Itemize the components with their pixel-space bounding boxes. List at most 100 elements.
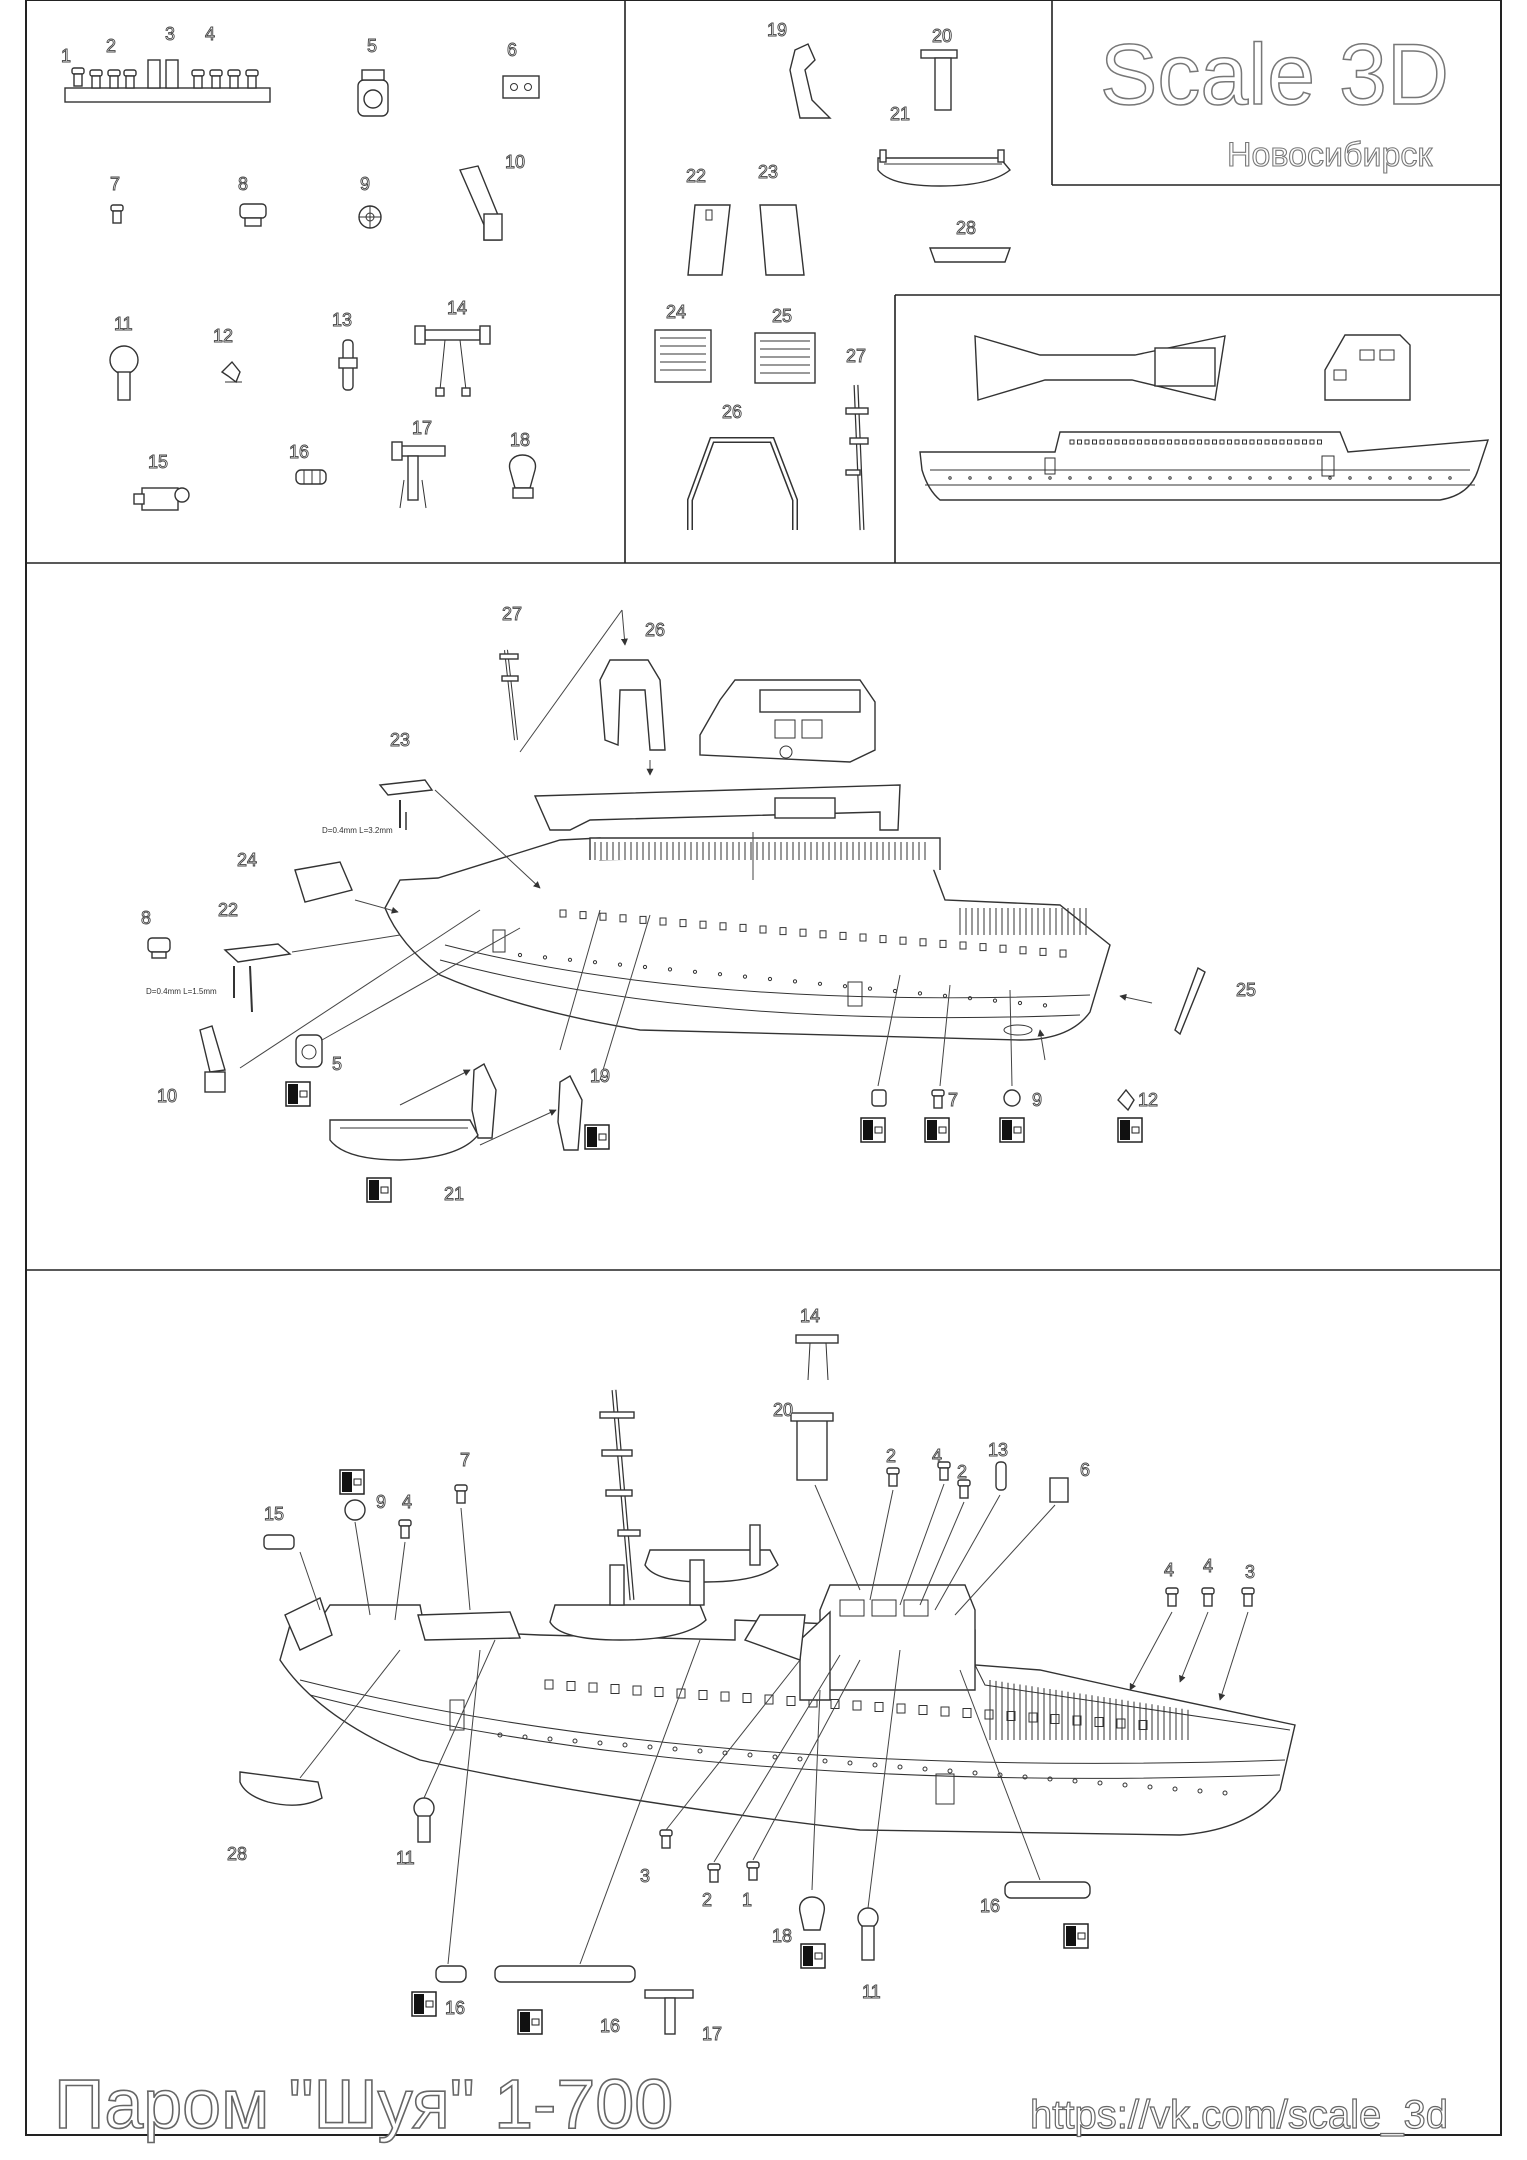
parts-sheet-labels: 1 2 3 4 5 6 7 8 9 10 11 12 13 14 15 16 1… — [61, 20, 977, 473]
window — [939, 939, 947, 948]
porthole — [1268, 476, 1272, 480]
porthole — [1188, 476, 1192, 480]
porthole — [542, 955, 548, 960]
porthole — [797, 1756, 803, 1762]
porthole — [717, 972, 723, 977]
label-13: 13 — [988, 1440, 1008, 1460]
window — [859, 933, 867, 942]
label-15: 15 — [148, 452, 168, 472]
part-26-frame — [687, 437, 798, 530]
porthole — [1097, 1780, 1103, 1786]
porthole — [992, 998, 998, 1003]
window — [874, 1702, 884, 1712]
label-26: 26 — [645, 620, 665, 640]
window — [659, 917, 667, 926]
step1-part-22: D=0.4mm L=1.5mm — [146, 943, 292, 1013]
window — [1122, 439, 1127, 445]
porthole — [822, 1758, 828, 1764]
porthole — [917, 991, 923, 996]
porthole — [1248, 476, 1252, 480]
part-6-bracket — [502, 75, 540, 99]
step2-labels: 14 20 2 4 2 13 6 7 9 4 15 4 4 3 28 11 3 … — [227, 1306, 1256, 2045]
porthole — [988, 476, 992, 480]
porthole — [1072, 1778, 1078, 1784]
porthole — [1047, 1776, 1053, 1782]
porthole — [617, 962, 623, 967]
porthole — [572, 1738, 578, 1744]
porthole — [642, 964, 648, 970]
porthole — [697, 1748, 703, 1754]
step2-stern-deck — [284, 1597, 522, 1651]
label-19: 19 — [767, 20, 787, 40]
porthole — [1308, 476, 1312, 480]
step1-bridge — [699, 679, 876, 763]
window — [839, 931, 847, 940]
part-24-grate — [654, 329, 712, 383]
window — [1242, 439, 1247, 445]
window — [1107, 439, 1112, 445]
window — [619, 914, 627, 923]
window — [1084, 439, 1090, 445]
label-25: 25 — [1236, 980, 1256, 1000]
part-17-davit — [391, 441, 446, 509]
step2-hull — [279, 1604, 1296, 1836]
window — [786, 1696, 796, 1706]
step2-part-14 — [795, 1334, 839, 1381]
label-10: 10 — [157, 1086, 177, 1106]
part-22-deck-plate — [687, 204, 731, 276]
step1-part-24 — [294, 861, 353, 903]
porthole — [972, 1770, 978, 1776]
part-18-bell — [509, 454, 536, 499]
label-4: 4 — [402, 1492, 412, 1512]
porthole — [1028, 476, 1032, 480]
part-28-small-boat — [929, 247, 1011, 263]
paint-marker-icon — [924, 1117, 950, 1143]
porthole — [1128, 476, 1132, 480]
brand-name: Scale 3D — [1100, 27, 1449, 123]
step1-part-8 — [147, 937, 171, 959]
paint-marker-icon — [800, 1943, 826, 1969]
porthole — [1042, 1003, 1048, 1008]
window — [544, 1679, 554, 1690]
label-2: 2 — [957, 1462, 967, 1482]
pin-dimension-a: D=0.4mm L=3.2mm — [322, 826, 393, 835]
step1-part-26 — [599, 659, 666, 751]
label-21: 21 — [890, 104, 910, 124]
label-5: 5 — [332, 1054, 342, 1074]
step1-part-5 — [295, 1034, 323, 1068]
porthole — [1348, 476, 1352, 480]
window — [1227, 439, 1232, 445]
window — [1249, 439, 1255, 445]
label-4: 4 — [1164, 1560, 1174, 1580]
window — [1264, 439, 1270, 445]
window — [1099, 439, 1105, 445]
label-25: 25 — [772, 306, 792, 326]
window — [1182, 439, 1187, 445]
part-13-post — [338, 339, 358, 391]
porthole — [997, 1772, 1003, 1778]
window — [1189, 439, 1195, 445]
window — [1167, 439, 1172, 445]
window — [830, 1699, 840, 1709]
window — [676, 1688, 686, 1699]
window — [852, 1700, 862, 1711]
window — [1077, 439, 1082, 445]
label-3: 3 — [1245, 1562, 1255, 1582]
porthole — [672, 1746, 678, 1752]
step1-part-10 — [199, 1025, 226, 1093]
window — [1144, 439, 1150, 445]
paint-marker-icon — [1117, 1117, 1143, 1143]
label-1: 1 — [61, 46, 71, 66]
window — [979, 943, 987, 952]
label-7: 7 — [110, 174, 120, 194]
label-12: 12 — [213, 326, 233, 346]
label-1: 1 — [742, 1890, 752, 1910]
label-9: 9 — [376, 1492, 386, 1512]
step2-leader-lines — [299, 1483, 1249, 1965]
window — [1294, 439, 1300, 445]
part-10-funnel — [459, 165, 503, 241]
porthole — [947, 1768, 953, 1774]
porthole — [742, 974, 748, 979]
porthole — [872, 1762, 878, 1768]
